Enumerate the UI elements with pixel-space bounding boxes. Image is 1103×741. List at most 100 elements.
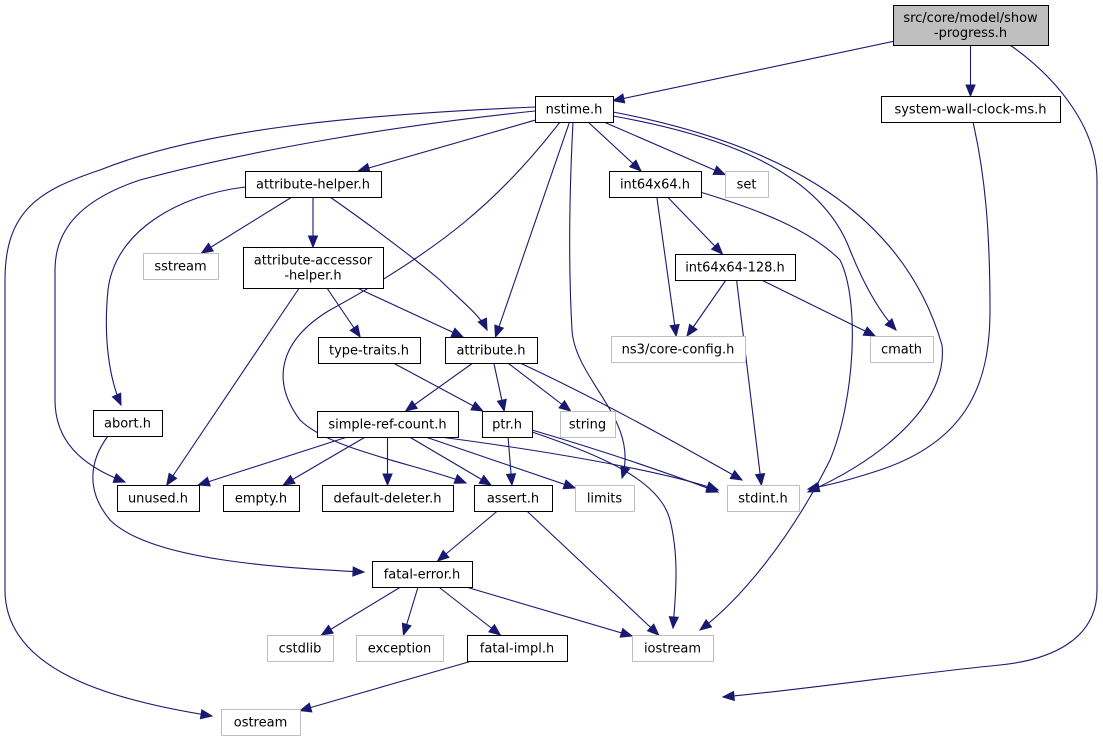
arrowhead-icon xyxy=(668,616,680,630)
node-box xyxy=(372,561,473,588)
node-label: cmath xyxy=(881,343,922,358)
node-box xyxy=(535,96,614,123)
node-cstdlib[interactable]: cstdlib xyxy=(267,635,334,662)
node-label: attribute.h xyxy=(456,344,525,359)
node-box xyxy=(322,485,454,512)
node-box xyxy=(575,485,635,512)
edge-fatal-error-to-exception xyxy=(401,586,419,637)
node-type-traits[interactable]: type-traits.h xyxy=(318,337,421,364)
node-box xyxy=(870,336,934,363)
node-assert[interactable]: assert.h xyxy=(474,485,553,512)
node-empty[interactable]: empty.h xyxy=(223,485,300,512)
edge-ptr-to-stdint xyxy=(531,429,720,493)
node-label: stdint.h xyxy=(738,492,787,507)
node-simple-ref-count[interactable]: simple-ref-count.h xyxy=(317,411,459,438)
arrowhead-icon xyxy=(669,323,680,338)
edge-attribute-to-ptr xyxy=(493,362,507,413)
node-label: unused.h xyxy=(128,492,188,507)
node-system-wall-clock-ms[interactable]: system-wall-clock-ms.h xyxy=(881,96,1061,123)
node-fatal-error[interactable]: fatal-error.h xyxy=(372,561,473,588)
edge-nstime-to-unused xyxy=(54,110,536,483)
nodes-layer: src/core/model/show-progress.h nstime.h sy… xyxy=(93,5,1061,736)
node-label: assert.h xyxy=(487,492,539,507)
edge-fatal-error-to-fatal-impl xyxy=(438,586,502,636)
arrowhead-icon xyxy=(646,623,660,636)
edge-attribute-accessor-helper-to-unused xyxy=(166,287,300,487)
edge-assert-to-fatal-error xyxy=(436,510,498,562)
node-show-progress[interactable]: src/core/model/show-progress.h xyxy=(893,5,1049,46)
edge-show-progress-to-iostream xyxy=(721,44,1098,702)
edge-attribute-accessor-helper-to-type-traits xyxy=(326,287,361,339)
edge-attribute-helper-to-attribute xyxy=(329,196,488,332)
arrowhead-icon xyxy=(611,93,626,104)
arrowhead-icon xyxy=(620,465,631,480)
node-sstream[interactable]: sstream xyxy=(143,253,219,280)
arrowhead-icon xyxy=(111,392,122,407)
edge-int64x64-128-to-stdint xyxy=(736,279,766,487)
edge-attribute-to-string xyxy=(507,362,572,412)
node-cmath[interactable]: cmath xyxy=(870,336,934,363)
node-box xyxy=(245,171,382,198)
edge-ptr-to-iostream xyxy=(531,431,680,630)
node-label: cstdlib xyxy=(279,642,322,657)
arrowhead-icon xyxy=(505,473,517,487)
node-attribute-accessor-helper[interactable]: attribute-accessor-helper.h xyxy=(243,247,384,289)
node-label: src/core/model/show xyxy=(903,11,1038,26)
node-attribute-helper[interactable]: attribute-helper.h xyxy=(245,171,382,198)
node-box xyxy=(267,635,334,662)
node-string[interactable]: string xyxy=(560,411,616,438)
node-box xyxy=(474,485,553,512)
arrowhead-icon xyxy=(382,473,393,487)
node-core-config[interactable]: ns3/core-config.h xyxy=(611,336,746,363)
node-box xyxy=(675,254,796,281)
edge-nstime-to-assert xyxy=(282,121,561,484)
arrowhead-icon xyxy=(686,323,698,338)
node-label: ostream xyxy=(234,716,288,731)
node-label: int64x64-128.h xyxy=(685,261,785,276)
node-label: ptr.h xyxy=(492,418,522,433)
edge-nstime-to-set xyxy=(603,121,727,176)
node-limits[interactable]: limits xyxy=(575,485,635,512)
node-label: system-wall-clock-ms.h xyxy=(894,103,1046,118)
node-default-deleter[interactable]: default-deleter.h xyxy=(322,485,454,512)
node-box xyxy=(356,635,444,662)
edges-layer xyxy=(4,40,1098,720)
node-exception[interactable]: exception xyxy=(356,635,444,662)
arrowhead-icon xyxy=(404,400,419,412)
node-label: nstime.h xyxy=(546,103,603,118)
node-ostream[interactable]: ostream xyxy=(221,709,301,736)
node-label: iostream xyxy=(644,642,701,657)
node-box xyxy=(223,485,300,512)
edge-int64x64-128-to-core-config xyxy=(686,279,727,338)
node-int64x64[interactable]: int64x64.h xyxy=(609,171,702,198)
node-label: attribute-accessor xyxy=(254,254,373,269)
node-box xyxy=(318,337,421,364)
edge-simple-ref-count-to-assert xyxy=(409,436,493,486)
node-fatal-impl[interactable]: fatal-impl.h xyxy=(467,635,568,662)
node-nstime[interactable]: nstime.h xyxy=(535,96,614,123)
node-box xyxy=(727,485,800,512)
edge-nstime-to-ostream xyxy=(4,106,536,720)
node-label: limits xyxy=(587,492,623,507)
edge-simple-ref-count-to-unused xyxy=(197,436,348,487)
edge-int64x64-128-to-cmath xyxy=(761,279,877,337)
node-label: default-deleter.h xyxy=(334,492,442,507)
node-unused[interactable]: unused.h xyxy=(117,485,200,512)
node-stdint[interactable]: stdint.h xyxy=(727,485,800,512)
node-set[interactable]: set xyxy=(725,171,769,198)
node-iostream[interactable]: iostream xyxy=(632,635,714,662)
node-attribute[interactable]: attribute.h xyxy=(445,337,538,364)
node-label: type-traits.h xyxy=(329,344,409,359)
edge-int64x64-to-int64x64-128 xyxy=(667,196,724,255)
arrowhead-icon xyxy=(200,242,215,254)
node-abort[interactable]: abort.h xyxy=(93,410,163,437)
edge-attribute-helper-to-abort xyxy=(105,186,246,407)
node-box xyxy=(117,485,200,512)
node-int64x64-128[interactable]: int64x64-128.h xyxy=(675,254,796,281)
edge-fatal-error-to-cstdlib xyxy=(320,586,401,636)
arrowhead-icon xyxy=(307,235,319,249)
edge-nstime-to-attribute xyxy=(494,121,571,339)
node-ptr[interactable]: ptr.h xyxy=(482,411,533,438)
edge-abort-to-fatal-error xyxy=(92,435,366,577)
